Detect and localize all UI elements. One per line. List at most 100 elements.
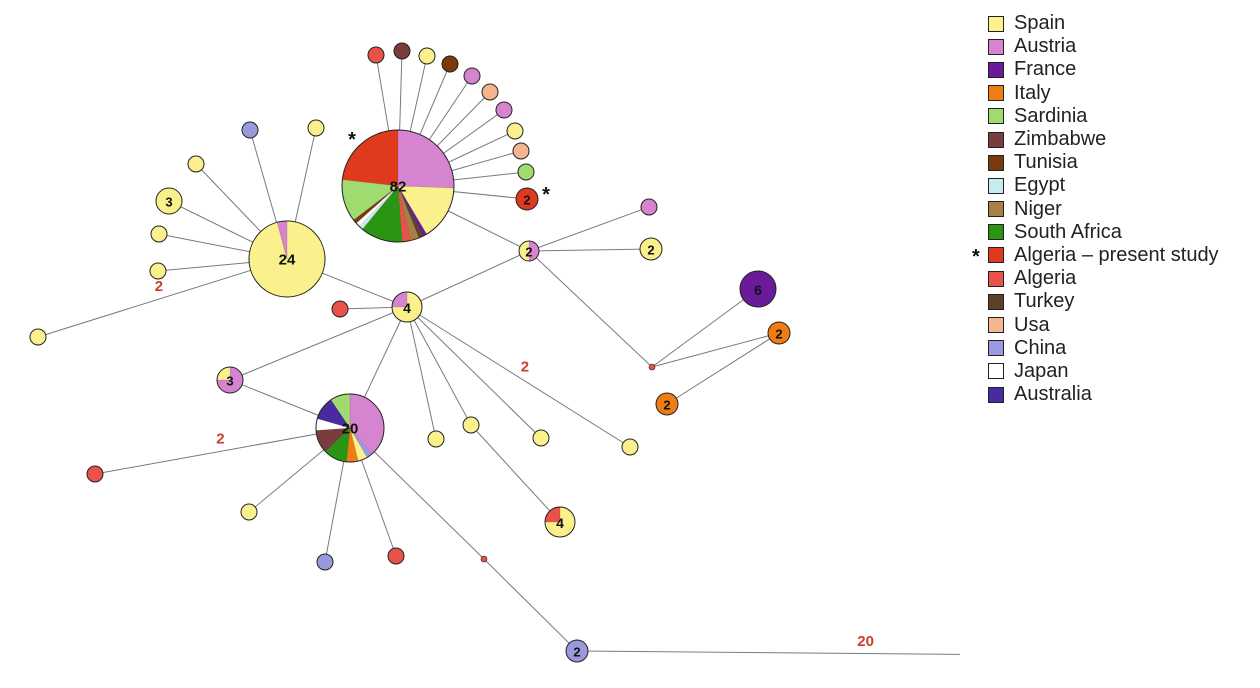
pie-slice-spain — [463, 417, 479, 433]
haplotype-node-h2alg: 2* — [515, 184, 550, 211]
haplotype-node-v3 — [462, 416, 480, 434]
legend-label: Egypt — [1014, 174, 1066, 197]
node-count-label: 4 — [403, 300, 411, 316]
node-outline — [150, 225, 168, 243]
haplotype-node-w4 — [387, 547, 405, 565]
legend-item-algeria-present: *Algeria – present study — [970, 244, 1255, 268]
node-outline — [767, 321, 791, 345]
pie-slice-spain — [533, 430, 549, 446]
pie-slice-austria — [496, 102, 512, 118]
node-outline — [387, 547, 405, 565]
legend-label: Tunisia — [1014, 151, 1078, 174]
legend-label: China — [1014, 336, 1067, 359]
haplotype-node-u7 — [640, 198, 658, 216]
edge-h2aus-h2sp — [528, 248, 652, 252]
haplotype-node-t7 — [495, 101, 513, 119]
legend-item-tunisia: Tunisia — [970, 151, 1255, 174]
haplotype-node-mv1 — [648, 363, 656, 371]
legend-swatch — [988, 317, 1004, 334]
node-count-label: 3 — [165, 195, 172, 210]
edge-mv2-h2ch — [483, 558, 578, 652]
haplotype-node-h4a: 4 — [391, 291, 423, 323]
haplotype-node-h2it1: 2 — [767, 321, 791, 345]
haplotype-node-v1 — [331, 300, 349, 318]
haplotype-node-w3 — [316, 553, 334, 571]
edge-h2aus-u7 — [528, 206, 650, 252]
legend-item-niger: Niger — [970, 198, 1255, 221]
pie-slice-italy — [656, 393, 678, 415]
haplotype-node-h3b: 3 — [216, 366, 244, 394]
node-outline — [515, 187, 539, 211]
pie-slice-spain — [640, 238, 662, 260]
legend-item-turkey: Turkey — [970, 290, 1255, 313]
edge-h4a-h2aus — [406, 250, 530, 308]
pie-slice-spain — [151, 226, 167, 242]
node-outline — [341, 129, 455, 243]
pie-slice-spain — [30, 329, 46, 345]
node-outline — [307, 119, 325, 137]
haplotype-node-u4 — [150, 225, 168, 243]
legend-swatch — [988, 201, 1004, 218]
pie-slice-spain — [156, 188, 182, 214]
node-outline — [331, 300, 349, 318]
node-outline — [544, 506, 576, 538]
node-outline — [187, 155, 205, 173]
legend-swatch — [988, 108, 1004, 125]
node-count-label: 3 — [226, 374, 233, 389]
legend-item-spain: Spain — [970, 12, 1255, 35]
node-outline — [480, 555, 488, 563]
haplotype-node-h24: 24 — [248, 220, 326, 298]
node-outline — [532, 429, 550, 447]
legend-marker: * — [972, 245, 980, 268]
node-outline — [241, 121, 259, 139]
legend-swatch — [988, 363, 1004, 380]
haplotype-node-h2sp: 2 — [639, 237, 663, 261]
node-outline — [216, 366, 244, 394]
legend-swatch — [988, 386, 1004, 403]
haplotype-node-h2it2: 2 — [655, 392, 679, 416]
edge-mutation-label: 2 — [155, 278, 163, 295]
node-outline — [739, 270, 777, 308]
haplotype-node-u6 — [29, 328, 47, 346]
legend-label: Usa — [1014, 313, 1050, 336]
node-outline — [391, 291, 423, 323]
present-study-marker: * — [542, 184, 550, 206]
haplotype-node-t9 — [512, 142, 530, 160]
edge-h4a-v4 — [406, 306, 542, 439]
node-outline — [155, 187, 183, 215]
legend-item-sardinia: Sardinia — [970, 105, 1255, 128]
pie-slice-china — [317, 554, 333, 570]
legend-label: Algeria — [1014, 267, 1077, 290]
legend-swatch — [988, 38, 1004, 55]
edge-h2it1-h2it2 — [666, 332, 780, 405]
haplotype-node-h3a: 3 — [155, 187, 183, 215]
legend-label: Niger — [1014, 197, 1062, 220]
pie-slice-austria — [641, 199, 657, 215]
legend-label: France — [1014, 58, 1077, 81]
haplotype-node-t3 — [418, 47, 436, 65]
edge-labels: 2 2 2 20 — [155, 278, 874, 650]
haplotype-node-t2 — [393, 42, 411, 60]
node-outline — [316, 553, 334, 571]
edge-h4a-v5 — [406, 306, 631, 448]
pie-slice-algeria — [388, 548, 404, 564]
node-count-label: 6 — [754, 282, 762, 298]
pie-slice-spain — [507, 123, 523, 139]
node-outline — [427, 430, 445, 448]
legend-item-australia: Australia — [970, 383, 1255, 406]
edge-mutation-label: 2 — [216, 431, 224, 448]
node-count-label: 4 — [556, 515, 564, 531]
haplotype-node-u1 — [241, 121, 259, 139]
node-outline — [506, 122, 524, 140]
pie-slice-france — [740, 271, 776, 307]
present-study-marker: * — [348, 129, 356, 151]
legend-swatch — [988, 15, 1004, 32]
edge-mutation-label: 20 — [857, 633, 874, 650]
haplotype-node-u2 — [307, 119, 325, 137]
legend-label: Zimbabwe — [1014, 128, 1107, 151]
legend-label: Japan — [1014, 359, 1069, 382]
node-outline — [315, 393, 385, 463]
edge-h4a-v3 — [406, 306, 472, 426]
haplotype-node-t8 — [506, 122, 524, 140]
